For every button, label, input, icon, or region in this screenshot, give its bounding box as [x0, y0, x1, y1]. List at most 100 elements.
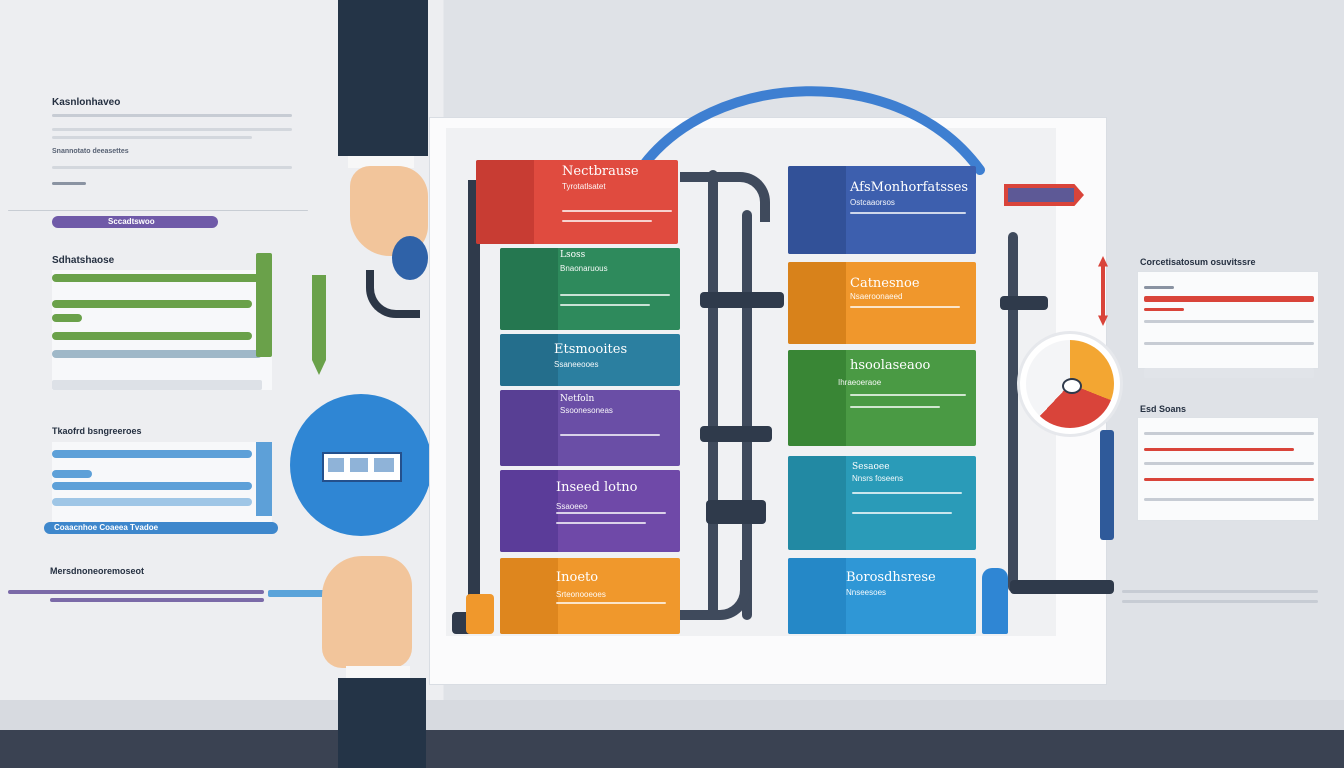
green-stand	[256, 253, 272, 357]
right-card-1	[1138, 272, 1318, 378]
floor-shadow	[0, 700, 1344, 730]
card-tab	[500, 558, 558, 634]
bar	[8, 590, 264, 594]
blue-clip	[982, 568, 1008, 634]
progress-pill-3: Coaacnhoe Coaeea Tvadoe	[44, 522, 278, 534]
screen-block	[328, 458, 344, 472]
bar	[52, 332, 252, 340]
pipe-joint	[700, 292, 784, 308]
pipe	[742, 210, 752, 620]
card-left-3[interactable]: Netfoln Ssoonesoneas	[500, 390, 680, 466]
bar	[52, 450, 252, 458]
card-subtitle: Nsaeroonaeed	[850, 292, 903, 301]
card-subtitle: Ssaoeeo	[556, 502, 588, 511]
card-rule	[556, 522, 646, 524]
card-tab	[788, 262, 846, 344]
card-rule	[850, 394, 966, 396]
right-card-2	[1138, 418, 1318, 520]
left-post	[468, 180, 480, 620]
card-subtitle: Ostcaaorsos	[850, 198, 895, 207]
card-rule	[556, 602, 666, 604]
blue-arc-arrow	[635, 86, 985, 175]
divider	[8, 210, 308, 211]
left-heading-1: Kasnlonhaveo	[52, 97, 121, 108]
gear-screen	[322, 452, 402, 482]
card-title: Catnesnoe	[850, 276, 920, 291]
bottom-sleeve	[338, 678, 426, 768]
card-right-1[interactable]: Catnesnoe Nsaeroonaeed	[788, 262, 976, 344]
bar	[268, 590, 324, 597]
text-line	[52, 114, 292, 117]
blue-bar-list	[52, 442, 272, 522]
bar	[1144, 478, 1314, 481]
card-left-2[interactable]: Etsmooites Ssaneeooes	[500, 334, 680, 386]
pipe-joint	[700, 426, 772, 442]
right-heading-1: Corcetisatosum osuvitssre	[1140, 257, 1256, 267]
card-left-1[interactable]: Lsoss Bnaonaruous	[500, 248, 680, 330]
text-line	[1122, 600, 1318, 603]
floor-strip	[0, 730, 1344, 768]
left-heading-4: Mersdnoneoremoseot	[50, 566, 145, 576]
pill-1-label: Sccadtswoo	[108, 217, 155, 226]
card-left-5[interactable]: Inoeto Srteonooeoes	[500, 558, 680, 634]
green-pin	[312, 275, 326, 375]
bar-list	[52, 270, 272, 390]
card-tab	[788, 456, 846, 550]
card-title: Nectbrause	[562, 164, 639, 179]
pipe-bend	[680, 172, 770, 222]
bar	[1144, 448, 1294, 451]
card-rule	[852, 492, 962, 494]
card-rule	[562, 210, 672, 212]
text-line	[52, 136, 252, 139]
bottom-hand	[322, 556, 412, 668]
card-tab	[788, 350, 846, 446]
blue-post	[1100, 430, 1114, 540]
card-tab	[500, 390, 558, 466]
card-left-0[interactable]: Nectbrause Tyrotatlsatet	[476, 160, 678, 244]
bar	[1144, 308, 1184, 311]
left-heading-3: Tkaofrd bsngreeroes	[52, 426, 142, 436]
card-left-4[interactable]: Inseed lotno Ssaoeeo	[500, 470, 680, 552]
card-tab	[500, 470, 558, 552]
pipe	[1008, 232, 1018, 592]
card-rule	[852, 512, 952, 514]
arrow-fill	[1008, 188, 1074, 202]
card-right-4[interactable]: Borosdhsrese Nnseesoes	[788, 558, 976, 634]
bottom-cuff	[346, 666, 410, 678]
left-document-panel: Kasnlonhaveo Snannotato deeasettes Sccad…	[0, 90, 326, 610]
bar	[52, 482, 252, 490]
card-title: Inseed lotno	[556, 480, 638, 495]
card-title: Etsmooites	[554, 342, 628, 357]
card-title: Inoeto	[556, 570, 599, 585]
card-title: Lsoss	[560, 250, 586, 260]
bar	[1144, 296, 1314, 302]
card-title: Borosdhsrese	[846, 570, 936, 585]
card-right-2[interactable]: hsoolaseaoo Ihraeoeraoe	[788, 350, 976, 446]
text-line	[1144, 286, 1174, 289]
card-rule	[560, 294, 670, 296]
pipe-bend	[680, 560, 750, 620]
text-line	[1122, 590, 1318, 593]
bar	[52, 498, 252, 506]
card-title: AfsMonhorfatsses	[850, 180, 969, 195]
card-rule	[560, 434, 660, 436]
card-right-3[interactable]: Sesaoee Nnsrs foseens	[788, 456, 976, 550]
text-line	[1144, 462, 1314, 465]
card-title: Sesaoee	[852, 462, 890, 472]
card-rule	[562, 220, 652, 222]
card-right-0[interactable]: AfsMonhorfatsses Ostcaaorsos	[788, 166, 976, 254]
text-line	[1144, 498, 1314, 501]
card-tab	[476, 160, 534, 244]
gauge-hub	[1062, 378, 1082, 394]
red-double-arrow	[1098, 256, 1108, 326]
card-rule	[560, 304, 650, 306]
card-subtitle: Srteonooeoes	[556, 590, 606, 599]
card-subtitle: Ssoonesoneas	[560, 406, 613, 415]
card-tab	[500, 248, 558, 330]
text-line	[1144, 320, 1314, 323]
bar	[52, 350, 262, 358]
card-subtitle: Nnsrs foseens	[852, 474, 904, 483]
blue-stand	[256, 442, 272, 516]
pipe	[708, 170, 718, 620]
bar	[52, 470, 92, 478]
